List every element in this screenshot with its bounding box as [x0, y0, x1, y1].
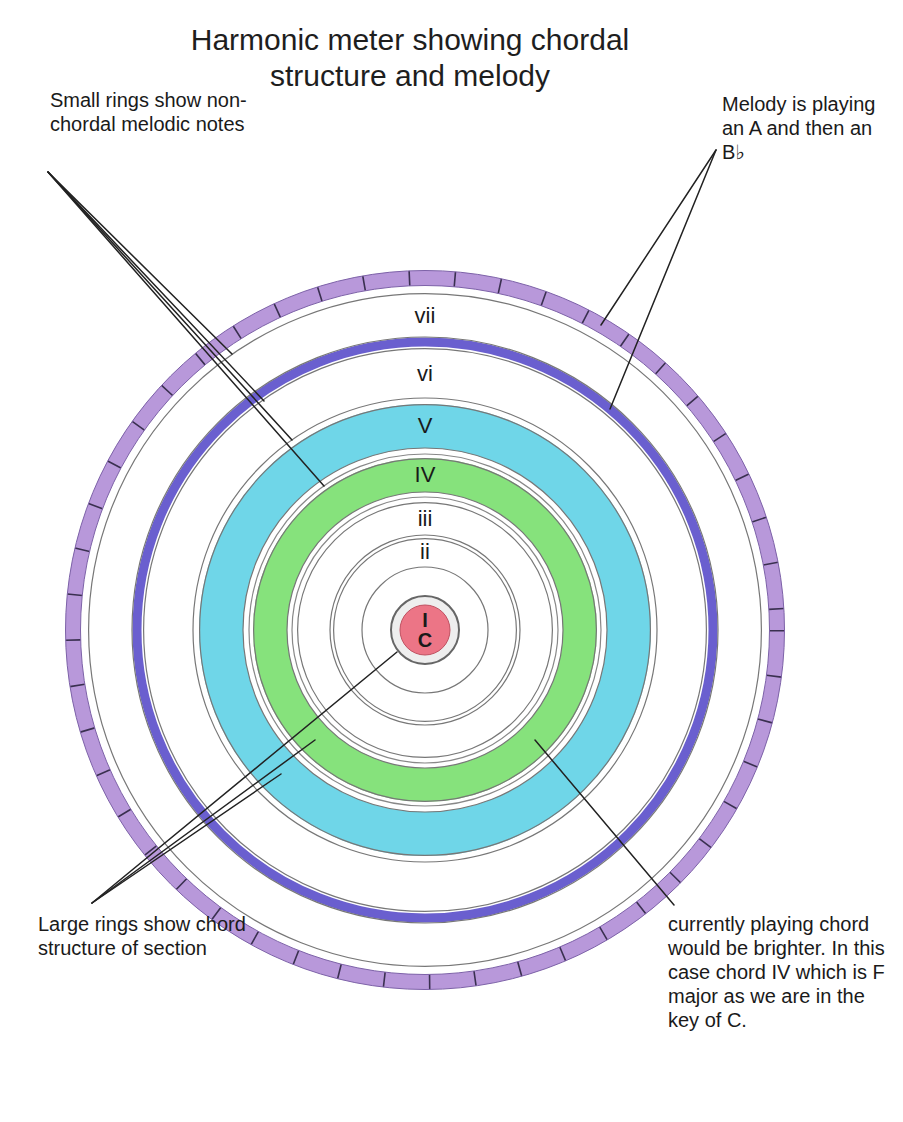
ring-edge [66, 271, 785, 990]
ring-edge [89, 294, 762, 967]
tonic-ring [391, 596, 459, 664]
ring-edge [243, 448, 607, 812]
diagram-title: Harmonic meter showing chordal structure… [160, 22, 660, 94]
ring-label-holder: vi [417, 362, 433, 386]
ring-label-holder: iii [418, 507, 433, 531]
ring-label-holder: vii [415, 304, 436, 328]
ring-edge [254, 459, 597, 802]
ring-edge [144, 349, 707, 912]
chord-numeral: ii [420, 540, 430, 564]
ring-edge [287, 492, 563, 768]
leader-line [610, 150, 716, 409]
tonic-label-holder: IC [418, 610, 432, 650]
tonic-circle: IC [389, 594, 461, 666]
ring-label-holder: IV [415, 463, 436, 487]
leader-line [535, 740, 674, 905]
leader-line [601, 150, 716, 325]
leader-line [48, 172, 264, 401]
leader-line [48, 172, 292, 440]
key-name: C [418, 630, 432, 650]
tonic-disc [400, 605, 450, 655]
chord-band [270, 475, 580, 785]
ring-edge [330, 535, 520, 725]
chord-numeral: V [418, 414, 433, 438]
chord-numeral: IV [415, 463, 436, 487]
melody-ring-inner [137, 342, 713, 918]
leader-line [92, 740, 315, 903]
leader-line [48, 172, 324, 486]
ring-label-holder: V [418, 414, 433, 438]
ring-edge [81, 286, 770, 975]
leader-line [48, 172, 232, 354]
annotation-note: currently playing chord would be brighte… [668, 912, 896, 1032]
ring-edge [200, 405, 651, 856]
ring-edge [193, 398, 657, 862]
leader-line [92, 652, 397, 903]
small-ring [292, 497, 558, 763]
ring-hatch-marks [73, 278, 777, 982]
chord-numeral: vi [417, 362, 433, 386]
leader-line [92, 774, 281, 903]
melody-ring-outer [73, 278, 777, 982]
ring-edge [362, 567, 488, 693]
chord-numeral: iii [418, 507, 433, 531]
chord-numeral: vii [415, 304, 436, 328]
annotation-note: Melody is playing an A and then an B♭ [722, 92, 887, 164]
ring-label-holder: ii [420, 540, 430, 564]
ring-edge [334, 539, 517, 722]
ring-edge [298, 503, 553, 758]
ring-edge [132, 337, 718, 923]
small-ring [249, 454, 601, 806]
annotation-note: Small rings show non-chordal melodic not… [50, 88, 290, 136]
annotation-note: Large rings show chord structure of sect… [38, 912, 263, 960]
chord-band [221, 426, 629, 834]
chord-numeral: I [422, 610, 428, 630]
